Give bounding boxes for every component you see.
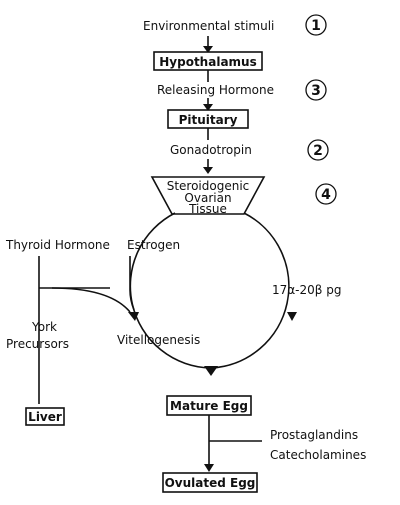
step-4-badge: 4	[315, 183, 337, 205]
steroid-17a-20b-label: 17α-20β pg	[272, 283, 342, 297]
catecholamines-label: Catecholamines	[270, 448, 366, 462]
gonadotropin-label: Gonadotropin	[170, 143, 252, 157]
estrogen-curve	[51, 287, 131, 313]
step-2-badge: 2	[307, 139, 329, 161]
prostaglandins-label: Prostaglandins	[270, 428, 358, 442]
step-1-number: 1	[311, 18, 321, 34]
step-1-badge: 1	[305, 14, 327, 36]
step-3-badge: 3	[305, 79, 327, 101]
steroidogenic-label-line1: Steroidogenic	[167, 179, 250, 193]
thyroid-hormone-label: Thyroid Hormone	[5, 238, 110, 252]
mature-egg-label: Mature Egg	[170, 399, 248, 413]
estrogen-label: Estrogen	[127, 238, 180, 252]
pituitary-label: Pituitary	[179, 113, 238, 127]
liver-label: Liver	[28, 410, 62, 424]
step-4-number: 4	[321, 187, 331, 203]
vitellogenesis-label: Vitellogenesis	[117, 333, 200, 347]
releasing-hormone-label: Releasing Hormone	[157, 83, 274, 97]
hypothalamus-label: Hypothalamus	[159, 55, 256, 69]
right-arc	[210, 212, 290, 369]
ovulated-egg-label: Ovulated Egg	[165, 476, 256, 490]
steroidogenic-label-line3: Tissue	[188, 202, 227, 216]
york-label-line1: York	[31, 320, 57, 334]
ovulated-egg-box	[162, 472, 258, 493]
york-label-line2: Precursors	[6, 337, 69, 351]
environmental-stimuli-label: Environmental stimuli	[143, 19, 274, 33]
step-3-number: 3	[311, 83, 321, 99]
steroidogenic-label-line2: Ovarian	[184, 191, 231, 205]
step-2-number: 2	[313, 143, 323, 159]
steroidogenic-ovarian-tissue-box	[150, 176, 266, 215]
liver-box	[25, 407, 65, 426]
